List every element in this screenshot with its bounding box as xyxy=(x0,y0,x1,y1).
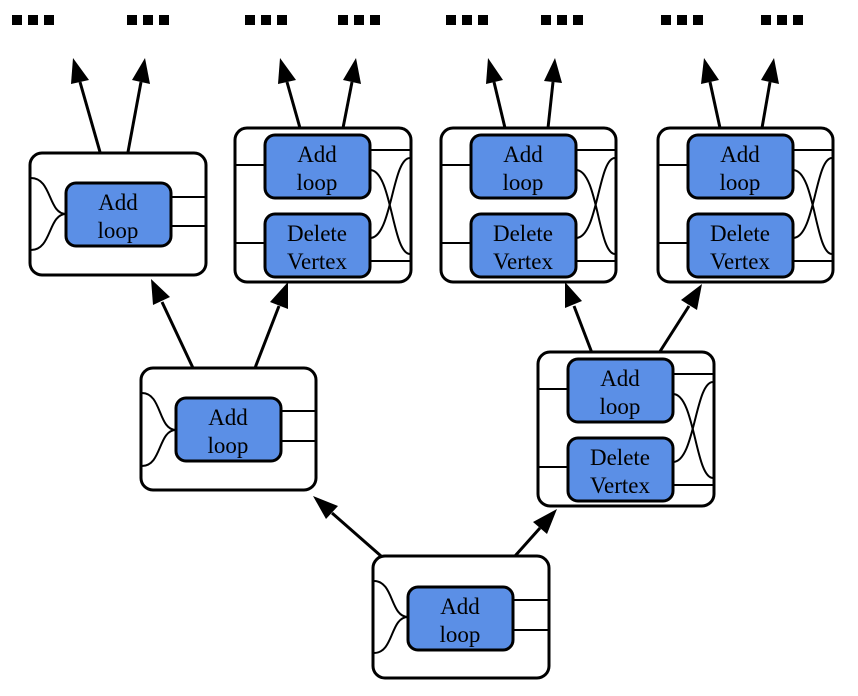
ellipsis-marker xyxy=(127,15,169,25)
operation-label-line: Add xyxy=(600,366,640,391)
arrow xyxy=(71,58,102,153)
operation-label-line: Delete xyxy=(493,221,553,246)
ellipsis-marker xyxy=(541,15,583,25)
continuation-markers xyxy=(12,15,803,25)
add-loop-operation: Add loop xyxy=(469,133,578,200)
tree-node-root: Add loop xyxy=(371,554,551,680)
ellipsis-marker xyxy=(12,15,54,25)
tree-node: Add loop Delete Vertex xyxy=(233,126,413,284)
add-loop-operation: Add loop xyxy=(686,133,795,200)
arrow xyxy=(760,58,779,129)
operation-label-line: loop xyxy=(503,170,544,195)
operation-label-line: Add xyxy=(440,594,480,619)
delete-vertex-operation: Delete Vertex xyxy=(566,436,675,503)
ellipsis-marker xyxy=(761,15,803,25)
arrows xyxy=(71,58,779,558)
add-loop-operation: Add loop xyxy=(406,585,515,652)
operation-label-line: loop xyxy=(297,170,338,195)
arrow xyxy=(513,509,557,557)
ellipsis-marker xyxy=(245,15,287,25)
tree-node: Add loop Delete Vertex xyxy=(656,126,835,284)
operation-label-line: Vertex xyxy=(590,473,651,498)
tree-node: Add loop xyxy=(28,151,208,277)
arrow xyxy=(278,58,302,129)
add-loop-operation: Add loop xyxy=(174,396,283,463)
arrow xyxy=(126,58,150,153)
ellipsis-marker xyxy=(338,15,380,25)
arrow xyxy=(544,58,562,129)
operation-label-line: Vertex xyxy=(287,249,348,274)
operation-label-line: Add xyxy=(503,142,543,167)
arrow xyxy=(151,279,195,369)
delete-vertex-operation: Delete Vertex xyxy=(686,212,795,279)
arrow xyxy=(253,282,288,369)
operation-label-line: Add xyxy=(208,405,248,430)
arrow xyxy=(565,282,594,354)
ellipsis-marker xyxy=(446,15,488,25)
operation-label-line: Delete xyxy=(590,445,650,470)
operation-label-line: loop xyxy=(720,170,761,195)
add-loop-operation: Add loop xyxy=(566,357,675,424)
operation-label-line: loop xyxy=(600,394,641,419)
tree-node: Add loop xyxy=(139,366,318,492)
operation-label-line: Delete xyxy=(710,221,770,246)
operation-label-line: Delete xyxy=(287,221,347,246)
operation-label-line: Add xyxy=(720,142,760,167)
operation-label-line: loop xyxy=(208,433,249,458)
operation-label-line: loop xyxy=(98,218,139,243)
operation-label-line: Add xyxy=(297,142,337,167)
tree-node: Add loop Delete Vertex xyxy=(439,126,618,284)
delete-vertex-operation: Delete Vertex xyxy=(469,212,578,279)
operation-label-line: Add xyxy=(98,190,138,215)
arrow xyxy=(486,58,507,129)
delete-vertex-operation: Delete Vertex xyxy=(263,212,372,279)
arrow xyxy=(313,496,382,558)
arrow xyxy=(657,284,702,354)
operation-label-line: loop xyxy=(440,622,481,647)
tree-node: Add loop Delete Vertex xyxy=(536,350,716,508)
operation-label-line: Vertex xyxy=(710,249,771,274)
arrow xyxy=(341,58,361,129)
arrow xyxy=(701,58,722,129)
ellipsis-marker xyxy=(661,15,703,25)
add-loop-operation: Add loop xyxy=(263,133,372,200)
add-loop-operation: Add loop xyxy=(64,181,173,248)
operation-label-line: Vertex xyxy=(493,249,554,274)
